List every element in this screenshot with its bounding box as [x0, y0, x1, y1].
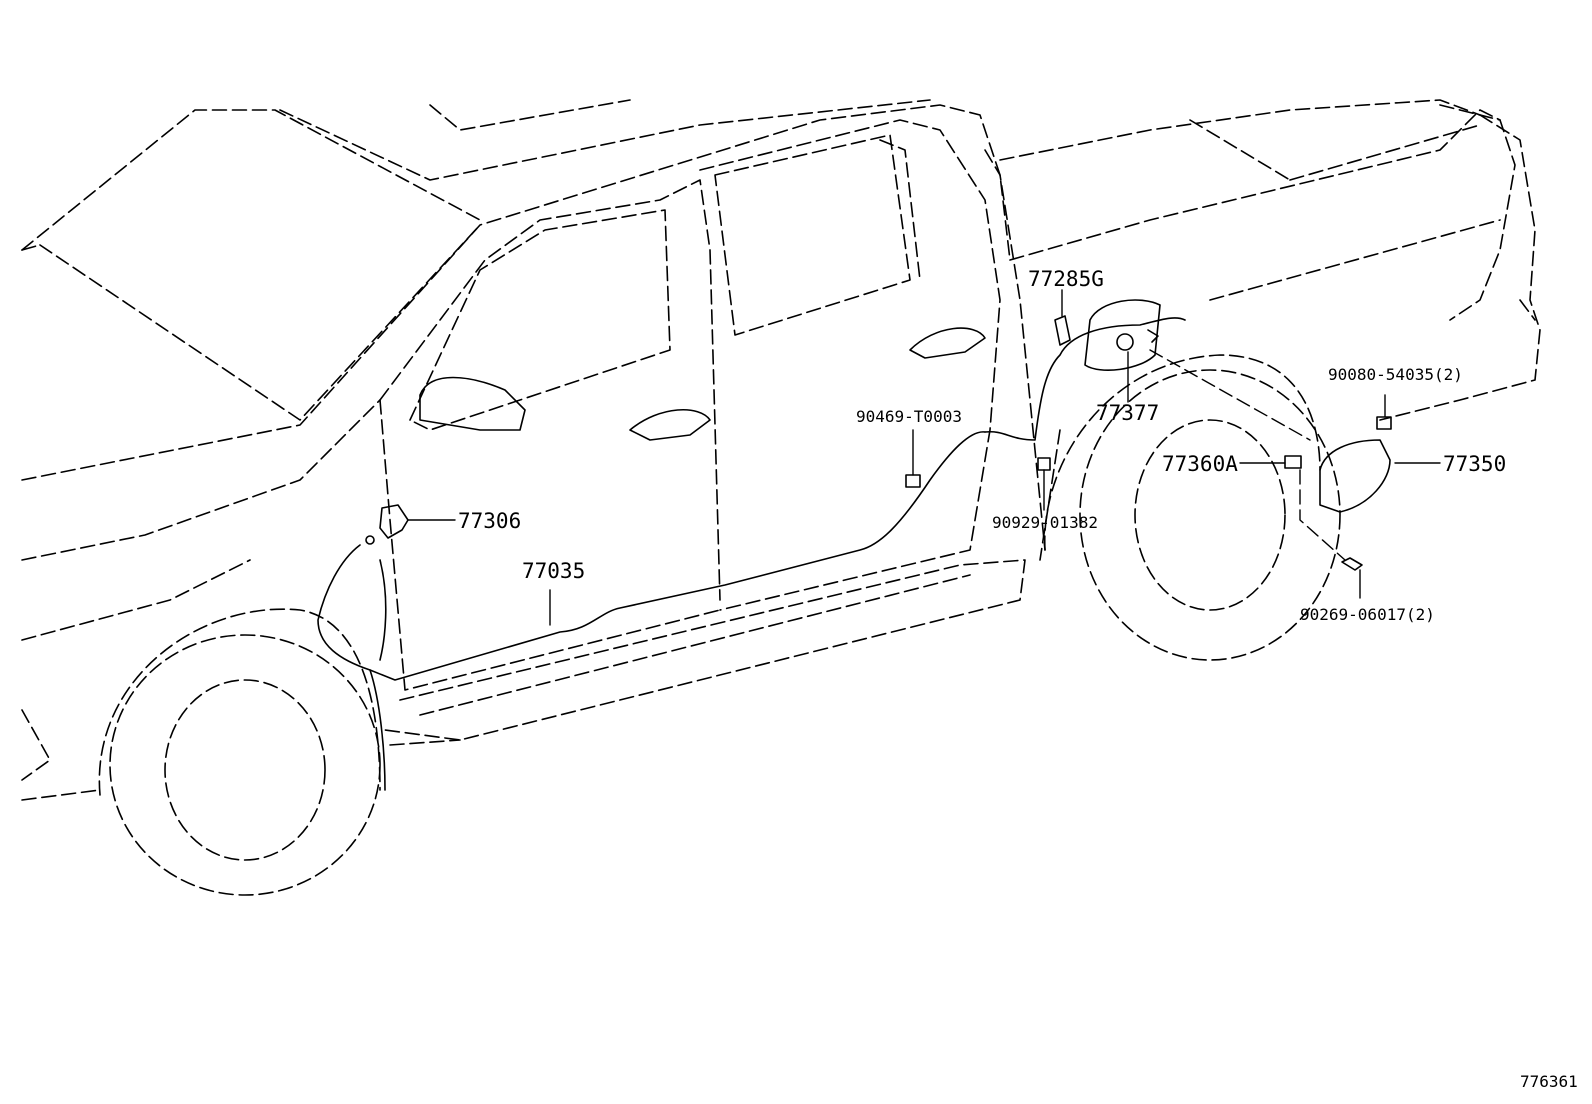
fuel-lid-cable-rear [984, 317, 1186, 441]
front-door-handle [629, 409, 711, 441]
label-77377: 77377 [1096, 401, 1159, 425]
label-90269-06017: 90269-06017(2) [1300, 605, 1435, 624]
cable-clamp [1054, 315, 1071, 346]
screw-90269 [1341, 557, 1363, 571]
label-77306: 77306 [458, 509, 521, 533]
lid-opener-lever [379, 504, 409, 539]
leader-lines [407, 289, 1441, 626]
vehicle-body-outline [21, 99, 1541, 896]
clip-90469 [905, 474, 921, 488]
clip-90929 [1037, 457, 1051, 471]
side-mirror [419, 376, 526, 431]
fuel-lid-cable [317, 431, 986, 681]
fuel-lid-housing [1084, 299, 1161, 371]
rear-door-handle [909, 327, 986, 359]
label-77035: 77035 [522, 559, 585, 583]
label-90080-54035: 90080-54035(2) [1328, 365, 1463, 384]
fuel-lid [1319, 439, 1391, 513]
label-90929-01382: 90929-01382 [992, 513, 1098, 532]
lid-spring [1284, 455, 1302, 469]
nut-90080 [1376, 416, 1392, 430]
label-77360a: 77360A [1162, 452, 1238, 476]
figure-number: 776361 [1520, 1072, 1578, 1091]
label-77285g: 77285G [1028, 267, 1104, 291]
parts-solid-lines [317, 299, 1392, 791]
part-labels: 77285G 77377 90469-T0003 90080-54035(2) … [458, 267, 1578, 1091]
label-90469-t0003: 90469-T0003 [856, 407, 962, 426]
label-77350: 77350 [1443, 452, 1506, 476]
